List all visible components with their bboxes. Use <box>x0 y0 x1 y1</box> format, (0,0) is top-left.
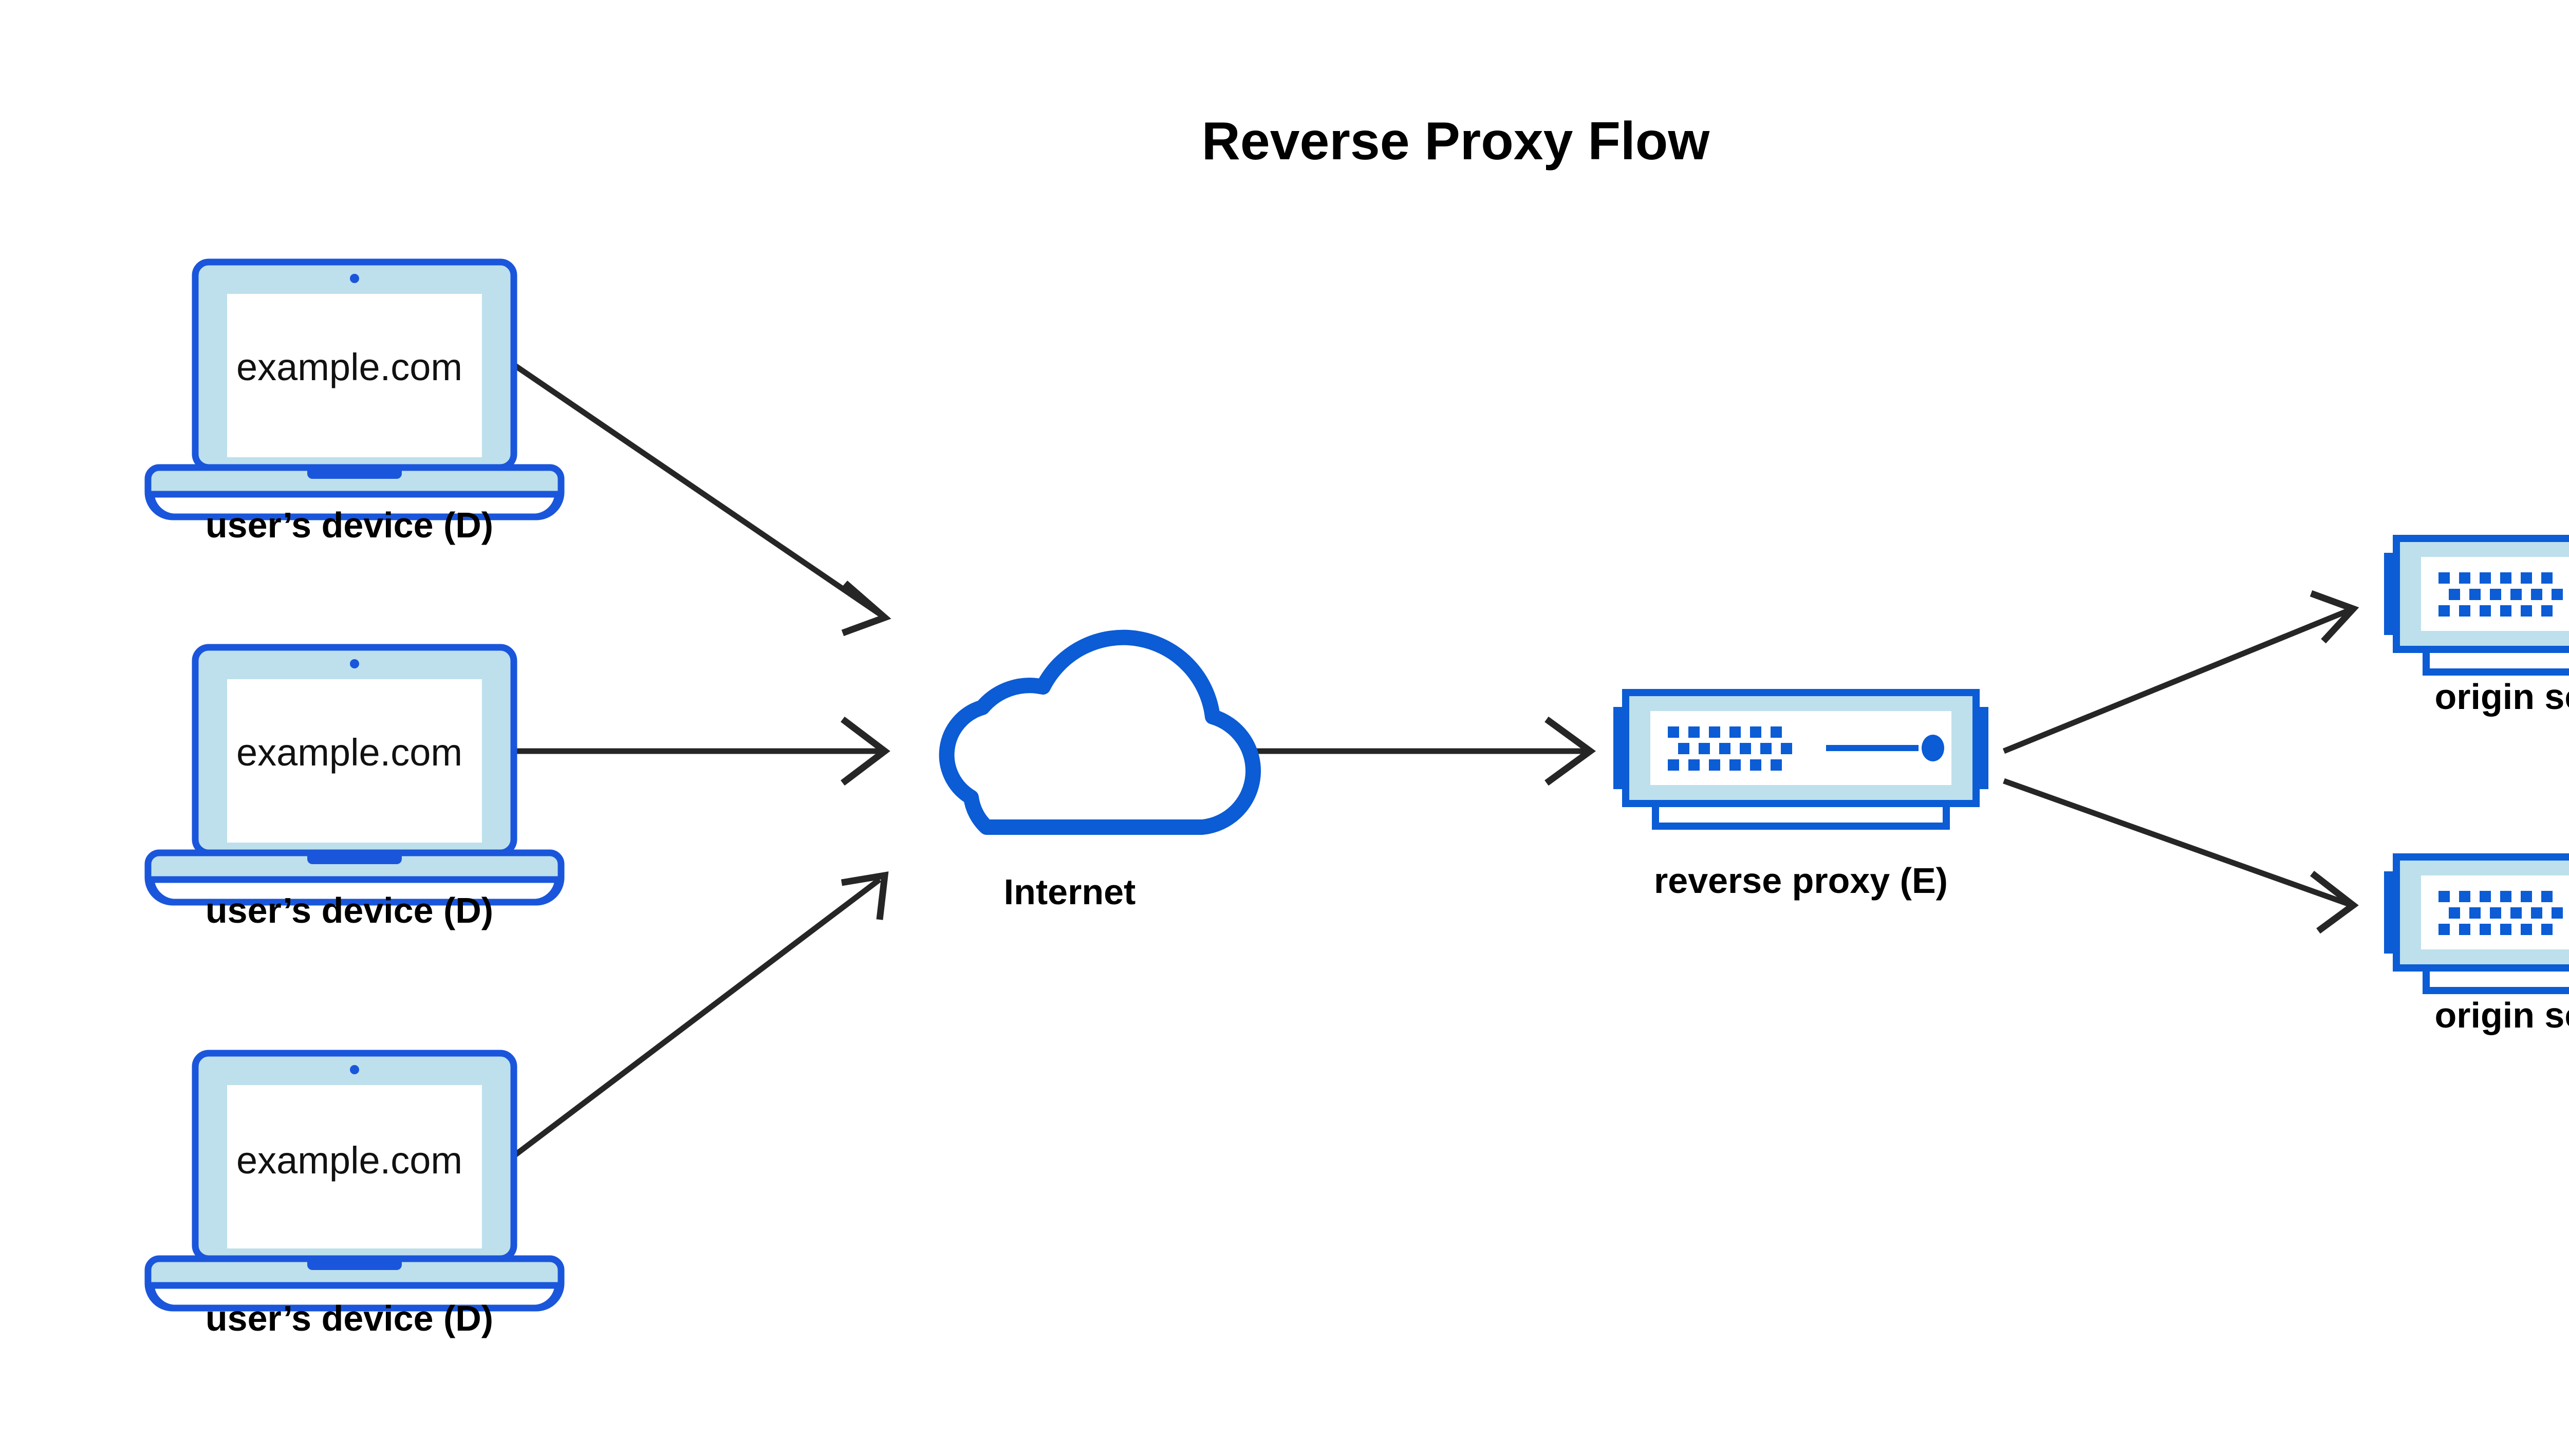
device-label: user’s device (D) <box>206 505 493 545</box>
edge-device-bottom-to-internet <box>512 871 889 1159</box>
device-screen-text: example.com <box>236 731 462 774</box>
node-device-middle[interactable]: example.com user’s device (D) <box>148 647 561 930</box>
edge-reverse-proxy-to-origin-bottom <box>2003 778 2359 934</box>
edge-internet-to-reverse-proxy <box>1238 716 1596 786</box>
laptop-icon <box>148 647 561 902</box>
server-icon <box>2384 857 2569 991</box>
node-internet[interactable]: Internet <box>947 638 1253 912</box>
device-screen-text: example.com <box>236 346 462 388</box>
arrow-right-icon <box>2310 590 2359 644</box>
edge-device-top-to-internet <box>512 362 891 637</box>
arrow-right-icon <box>841 716 890 786</box>
server-icon <box>2384 538 2569 672</box>
internet-label: Internet <box>1004 872 1136 912</box>
node-origin-bottom[interactable]: origin server (F) <box>2384 857 2569 1035</box>
laptop-icon <box>148 262 561 517</box>
edge-reverse-proxy-to-origin-top <box>2002 590 2359 754</box>
cloud-icon <box>947 638 1253 827</box>
node-origin-top[interactable]: origin server (F) <box>2384 538 2569 717</box>
reverse-proxy-label: reverse proxy (E) <box>1654 861 1948 901</box>
arrow-right-icon <box>2310 870 2359 934</box>
arrow-right-icon <box>1544 716 1596 786</box>
arrow-right-icon <box>841 581 891 637</box>
node-device-top[interactable]: example.com user’s device (D) <box>148 262 561 545</box>
edge-device-middle-to-internet <box>514 716 890 786</box>
device-label: user’s device (D) <box>206 1298 493 1338</box>
origin-server-label: origin server (F) <box>2435 995 2569 1035</box>
page-title: Reverse Proxy Flow <box>1202 111 1710 171</box>
node-reverse-proxy[interactable]: reverse proxy (E) <box>1613 693 1988 901</box>
device-label: user’s device (D) <box>206 890 493 930</box>
node-device-bottom[interactable]: example.com user’s device (D) <box>148 1053 561 1338</box>
device-screen-text: example.com <box>236 1139 462 1182</box>
arrow-right-icon <box>841 871 889 920</box>
origin-server-label: origin server (F) <box>2435 677 2569 717</box>
server-icon <box>1613 693 1988 826</box>
